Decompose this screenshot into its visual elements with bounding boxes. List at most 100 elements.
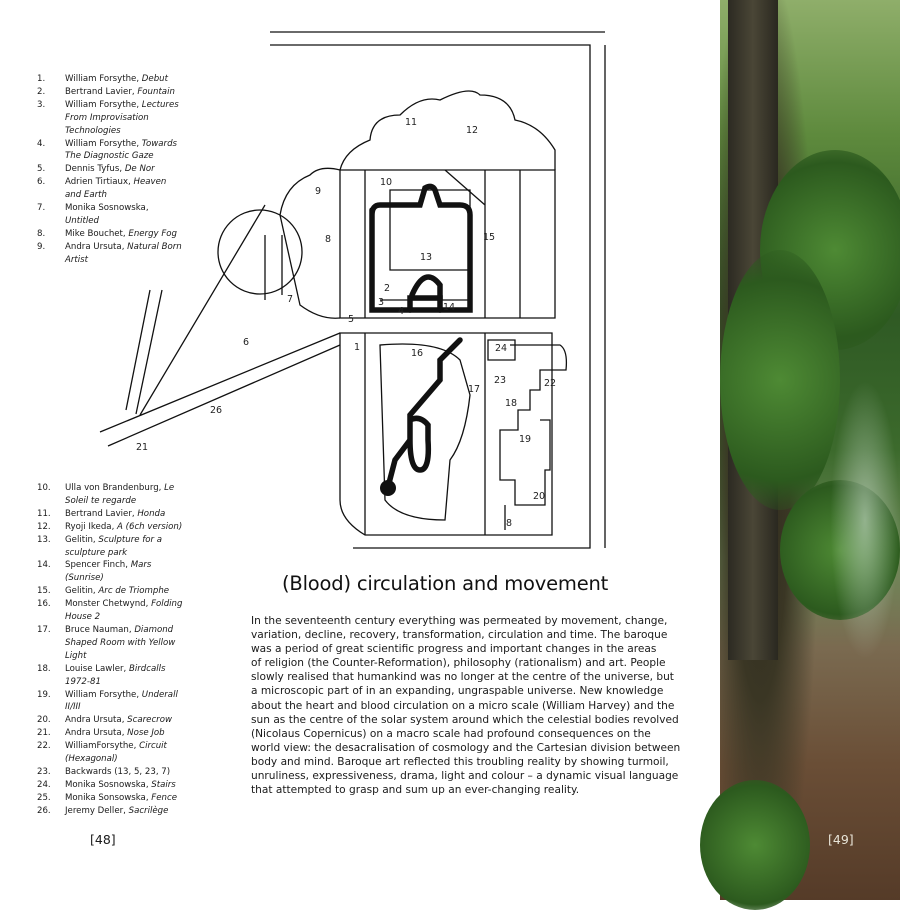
body-line: (Nicolaus Copernicus) on a macro scale h… xyxy=(251,727,651,740)
artist-name: Monika Sosnowska, xyxy=(65,203,149,214)
body-line: slowly realised that humankind was no lo… xyxy=(251,671,674,684)
artist-name: Mike Bouchet, xyxy=(65,228,126,239)
park-map: 1234567891011121314151617181920212223242… xyxy=(99,31,606,549)
item-number: 21. xyxy=(37,728,51,739)
artist-name: Ulla von Brandenburg, xyxy=(65,483,162,493)
work-title: Fence xyxy=(151,792,177,803)
item-text: Adrien Tirtiaux, Heaven and Earth xyxy=(65,176,185,202)
item-text: Louise Lawler, Birdcalls 1972-81 xyxy=(65,663,185,689)
artist-name: William Forsythe, xyxy=(65,138,140,149)
map-label: 14 xyxy=(443,302,455,313)
list-item: 26.Jeremy Deller, Sacrilège xyxy=(37,805,185,818)
artist-name: Andra Ursuta, xyxy=(65,241,125,252)
work-title: Circuit (Hexagonal) xyxy=(65,741,167,765)
map-label: 10 xyxy=(380,177,392,188)
item-text: William Forsythe, Debut xyxy=(65,73,185,86)
map-paths xyxy=(99,31,606,549)
section-title: (Blood) circulation and movement xyxy=(282,572,609,595)
map-label: 12 xyxy=(466,125,478,136)
work-title: De Nor xyxy=(124,164,155,175)
artist-name: Monster Chetwynd, xyxy=(65,599,149,610)
work-title: Birdcalls 1972-81 xyxy=(65,663,166,687)
item-text: Monster Chetwynd, Folding House 2 xyxy=(65,598,185,624)
item-text: William Forsythe, Towards The Diagnostic… xyxy=(65,138,185,164)
map-label: 22 xyxy=(544,378,556,389)
item-number: 14. xyxy=(37,560,51,571)
list-item: 12. Ryoji Ikeda, A (6ch version) xyxy=(37,521,185,534)
item-text: Monika Sosnowska, Untitled xyxy=(65,202,185,228)
item-number: 7. xyxy=(37,203,46,214)
item-text: Bertrand Lavier, Honda xyxy=(65,508,185,521)
body-line: of religion (the Counter-Reformation), p… xyxy=(251,657,666,670)
work-title: Le Soleil te regarde xyxy=(65,483,175,506)
work-title: Natural Born Artist xyxy=(65,241,182,265)
item-number: 12. xyxy=(37,521,51,532)
item-text: Ulla von Brandenburg, Le Soleil te regar… xyxy=(65,482,185,508)
item-number: 26. xyxy=(37,805,51,816)
item-text: Bertrand Lavier, Fountain xyxy=(65,86,185,99)
list-item: 25.Monika Sonsowska, Fence xyxy=(37,792,185,805)
item-text: Gelitin, Arc de Triomphe xyxy=(65,585,185,598)
item-text: Mike Bouchet, Energy Fog xyxy=(65,228,185,241)
work-title: Sculpture for a sculpture park xyxy=(65,534,163,558)
map-label: 5 xyxy=(348,314,354,325)
work-title: Lectures From Improvisation Technologies xyxy=(65,99,179,136)
blood-circulation-path xyxy=(369,183,473,490)
item-text: Andra Ursuta, Nose Job xyxy=(65,727,185,740)
item-text: Gelitin, Sculpture for a sculpture park xyxy=(65,534,185,560)
work-title: Mars (Sunrise) xyxy=(65,560,152,584)
item-number: 9. xyxy=(37,241,46,252)
item-number: 16. xyxy=(37,599,51,610)
item-number: 1. xyxy=(37,74,46,84)
item-number: 17. xyxy=(37,624,51,635)
item-number: 23. xyxy=(37,766,51,777)
item-number: 11. xyxy=(37,508,51,519)
map-label: 11 xyxy=(405,117,417,128)
item-text: Bruce Nauman, Diamond Shaped Room with Y… xyxy=(65,624,185,663)
list-item: 11. Bertrand Lavier, Honda xyxy=(37,508,185,521)
item-number: 15. xyxy=(37,586,51,597)
item-number: 5. xyxy=(37,164,46,175)
item-number: 13. xyxy=(37,534,51,545)
artist-name: Andra Ursuta, xyxy=(65,715,125,726)
item-number: 4. xyxy=(37,138,46,149)
body-line: about the heart and blood circulation on… xyxy=(251,699,675,712)
map-label: 18 xyxy=(505,398,517,409)
artist-name: William Forsythe, xyxy=(65,74,140,84)
item-number: 19. xyxy=(37,689,51,700)
work-title: Underall II/III xyxy=(65,689,178,713)
artist-name: Ryoji Ikeda, xyxy=(65,521,115,532)
item-number: 10. xyxy=(37,483,51,493)
body-line: a microscopic part of in an expanding, u… xyxy=(251,685,664,698)
item-text: Spencer Finch, Mars (Sunrise) xyxy=(65,559,185,585)
list-item: 6.Adrien Tirtiaux, Heaven and Earth xyxy=(37,176,185,202)
list-item: 16. Monster Chetwynd, Folding House 2 xyxy=(37,598,185,624)
map-label: 15 xyxy=(483,232,495,243)
artist-name: Gelitin, xyxy=(65,534,96,545)
map-label: 16 xyxy=(411,348,423,359)
work-title: Untitled xyxy=(65,215,99,226)
work-title: Towards The Diagnostic Gaze xyxy=(65,138,178,162)
list-item: 4. William Forsythe, Towards The Diagnost… xyxy=(37,138,185,164)
artist-name: Monika Sonsowska, xyxy=(65,792,149,803)
item-number: 20. xyxy=(37,715,51,726)
map-label: 19 xyxy=(519,434,531,445)
body-line: was a period of great scientific progres… xyxy=(251,643,657,656)
map-label: 9 xyxy=(315,186,321,197)
list-item: 21. Andra Ursuta, Nose Job xyxy=(37,727,185,740)
forest-photo xyxy=(700,0,900,910)
item-text: WilliamForsythe, Circuit (Hexagonal) xyxy=(65,740,185,766)
map-label: 7 xyxy=(287,294,293,305)
body-line: unruliness, expressiveness, drama, light… xyxy=(251,770,679,783)
map-label: 13 xyxy=(420,252,432,263)
list-item: 10. Ulla von Brandenburg, Le Soleil te re… xyxy=(37,482,185,508)
body-line: variation, decline, recovery, transforma… xyxy=(251,629,668,642)
item-text: William Forsythe, Underall II/III xyxy=(65,689,185,715)
map-label: 8 xyxy=(506,518,512,529)
item-text: Ryoji Ikeda, A (6ch version) xyxy=(65,521,185,534)
item-text: Backwards (13, 5, 23, 7) xyxy=(65,766,185,779)
list-item: 1. William Forsythe, Debut xyxy=(37,73,185,86)
item-text: Dennis Tyfus, De Nor xyxy=(65,163,185,176)
list-item: 13. Gelitin, Sculpture for a sculpture pa… xyxy=(37,534,185,560)
